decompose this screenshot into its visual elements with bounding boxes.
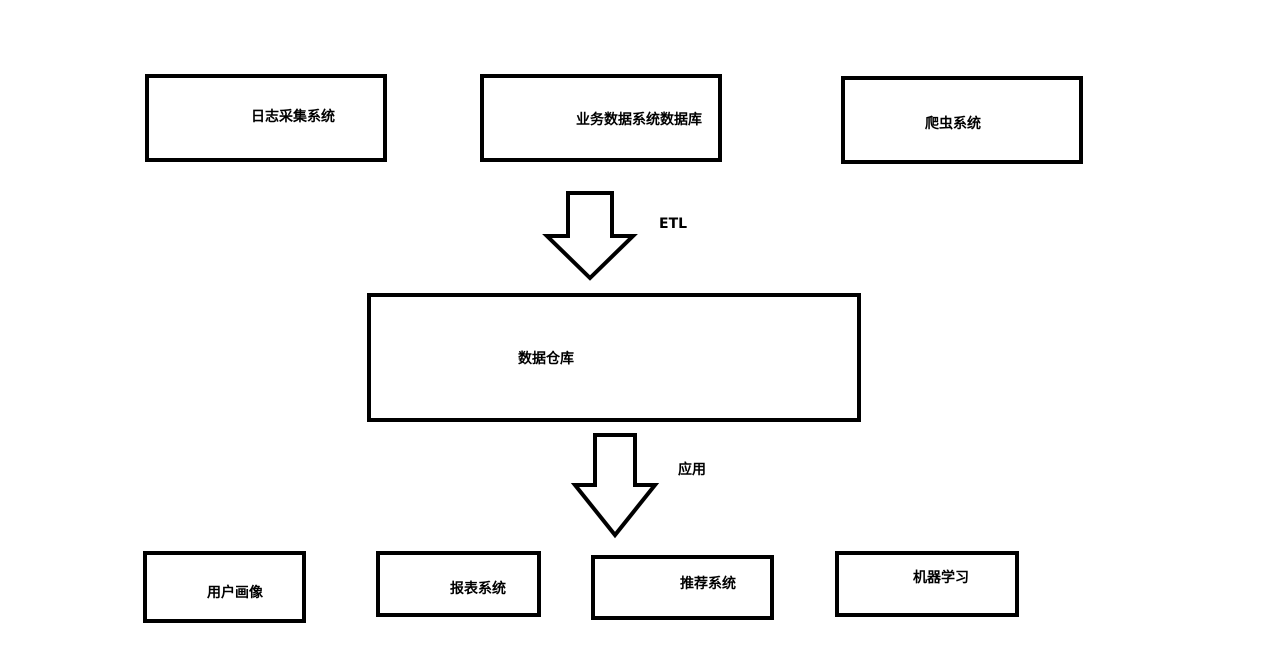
recommendation-system-label: 推荐系统 bbox=[680, 576, 736, 592]
etl-arrow bbox=[542, 191, 638, 281]
apply-label: 应用 bbox=[678, 462, 706, 478]
crawler-label: 爬虫系统 bbox=[925, 116, 981, 132]
machine-learning-label: 机器学习 bbox=[913, 570, 969, 586]
apply-arrow bbox=[570, 433, 660, 539]
business-db-box bbox=[480, 74, 722, 162]
recommendation-system-box bbox=[591, 555, 774, 620]
log-collection-box bbox=[145, 74, 387, 162]
user-profile-label: 用户画像 bbox=[207, 585, 263, 601]
report-system-box bbox=[376, 551, 541, 617]
data-warehouse-box bbox=[367, 293, 861, 422]
log-collection-label: 日志采集系统 bbox=[251, 109, 335, 125]
crawler-box bbox=[841, 76, 1083, 164]
etl-label: ETL bbox=[659, 216, 688, 232]
user-profile-box bbox=[143, 551, 306, 623]
machine-learning-box bbox=[835, 551, 1019, 617]
data-warehouse-label: 数据仓库 bbox=[518, 351, 574, 367]
business-db-label: 业务数据系统数据库 bbox=[576, 112, 702, 128]
report-system-label: 报表系统 bbox=[450, 581, 506, 597]
